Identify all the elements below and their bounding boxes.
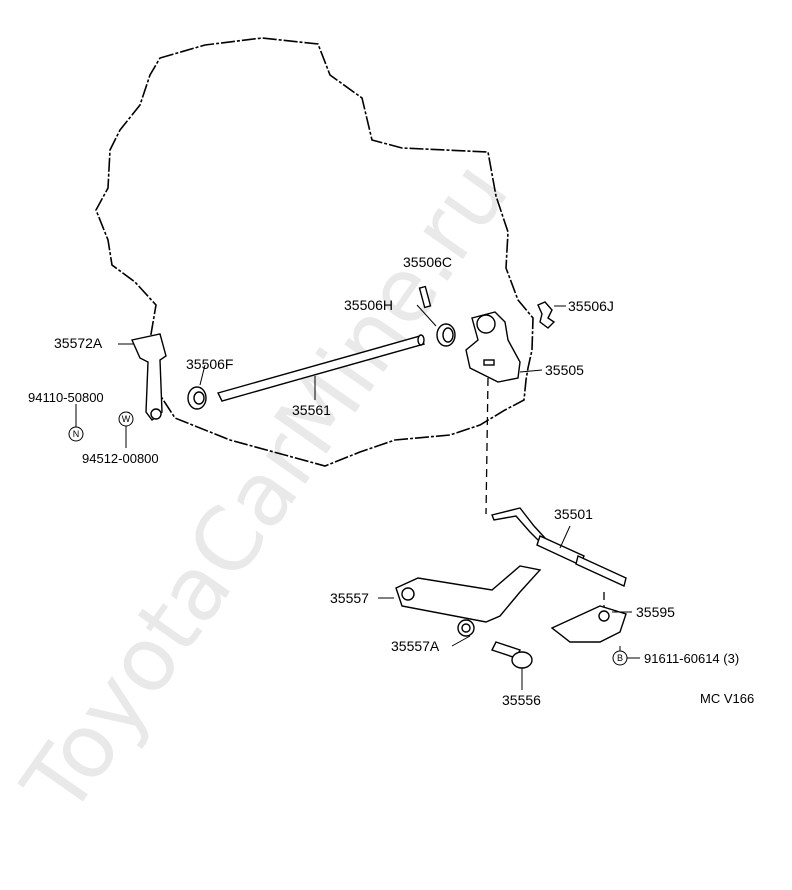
label-94110: 94110-50800 xyxy=(28,390,104,405)
svg-text:W: W xyxy=(122,414,131,424)
svg-text:B: B xyxy=(617,653,623,663)
label-35561: 35561 xyxy=(292,402,331,418)
linkage-dashed-line xyxy=(485,377,489,515)
bracket-35572a xyxy=(131,333,167,421)
clip-35506j xyxy=(537,301,556,329)
seal-35506f xyxy=(187,386,207,410)
label-35506j: 35506J xyxy=(568,298,614,314)
shaft-35561 xyxy=(216,334,426,402)
label-35557a: 35557A xyxy=(391,638,440,654)
label-35501: 35501 xyxy=(554,506,593,522)
label-91611: 91611-60614 (3) xyxy=(644,651,739,666)
bolt-badge-icon: B xyxy=(612,650,628,666)
nut-badge-icon: N xyxy=(68,426,84,442)
bracket-35595 xyxy=(550,605,627,643)
spring-35557a xyxy=(457,619,475,637)
label-35506f: 35506F xyxy=(186,356,233,372)
washer-badge-icon: W xyxy=(118,411,134,427)
rod-35501 xyxy=(491,507,627,587)
label-35505: 35505 xyxy=(545,362,584,378)
watermark: ToyotaCarMine.ru xyxy=(2,143,528,833)
label-35595: 35595 xyxy=(636,604,675,620)
label-94512: 94512-00800 xyxy=(82,451,159,466)
transaxle-housing-outline xyxy=(95,37,534,467)
figure-code: MC V166 xyxy=(700,691,754,706)
ring-35506h xyxy=(436,323,456,347)
label-35506h: 35506H xyxy=(344,297,393,313)
label-35506c: 35506C xyxy=(403,254,452,270)
label-35572a: 35572A xyxy=(54,335,103,351)
pin-35506c xyxy=(418,285,432,309)
lever-35505 xyxy=(465,311,521,383)
lever-35557 xyxy=(395,565,542,623)
pin-35556 xyxy=(491,641,533,669)
label-35557: 35557 xyxy=(330,590,369,606)
label-35556: 35556 xyxy=(502,692,541,708)
svg-text:N: N xyxy=(73,429,80,439)
